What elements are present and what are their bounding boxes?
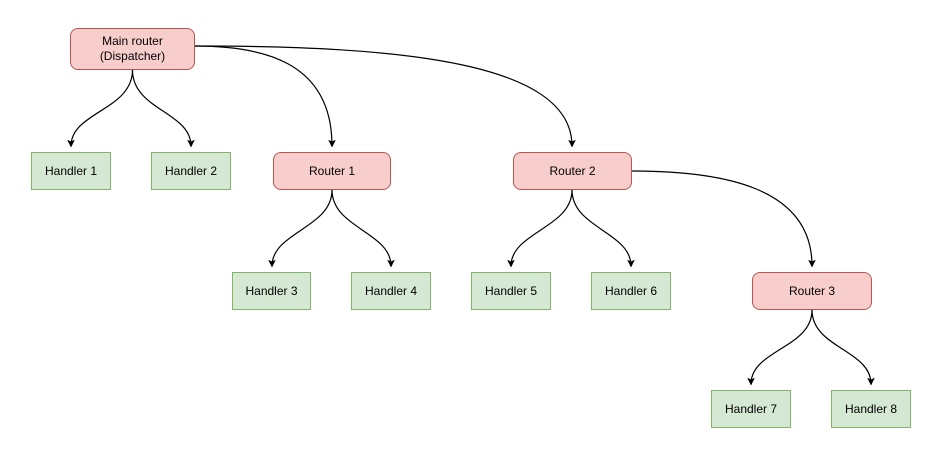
edge-main-to-handler2 <box>131 69 195 148</box>
edge-router2-to-handler5 <box>507 189 573 268</box>
edge-main-to-handler1 <box>67 69 134 148</box>
edge-router2-to-router3 <box>631 170 816 268</box>
edge-router1-to-handler3 <box>268 189 333 268</box>
edge-router3-to-handler8 <box>811 309 875 386</box>
node-handler4[interactable]: Handler 4 <box>351 272 431 310</box>
node-label-handler5: Handler 5 <box>484 283 538 298</box>
edge-router2-to-handler6 <box>571 189 635 268</box>
node-router3[interactable]: Router 3 <box>752 272 872 310</box>
node-label-handler3: Handler 3 <box>245 283 298 298</box>
node-handler8[interactable]: Handler 8 <box>831 390 911 428</box>
node-handler7[interactable]: Handler 7 <box>711 390 791 428</box>
node-handler6[interactable]: Handler 6 <box>591 272 671 310</box>
node-label-main: Main router (Dispatcher) <box>99 34 166 63</box>
node-handler1[interactable]: Handler 1 <box>31 152 111 190</box>
node-handler2[interactable]: Handler 2 <box>151 152 231 190</box>
node-label-handler8: Handler 8 <box>844 401 898 416</box>
edge-main-to-router2 <box>194 45 576 148</box>
node-label-handler4: Handler 4 <box>364 283 418 298</box>
node-handler5[interactable]: Handler 5 <box>471 272 551 310</box>
edge-router1-to-handler4 <box>331 189 395 268</box>
edges-group <box>67 45 875 386</box>
edge-main-to-router1 <box>194 45 336 148</box>
node-label-router2: Router 2 <box>549 163 596 178</box>
node-label-router3: Router 3 <box>788 283 836 298</box>
node-label-handler6: Handler 6 <box>604 283 658 298</box>
node-label-handler1: Handler 1 <box>44 163 98 178</box>
node-label-router1: Router 1 <box>308 163 356 178</box>
node-router1[interactable]: Router 1 <box>273 152 391 190</box>
node-label-handler7: Handler 7 <box>724 401 778 416</box>
node-main[interactable]: Main router (Dispatcher) <box>70 28 195 70</box>
node-label-handler2: Handler 2 <box>164 163 218 178</box>
node-router2[interactable]: Router 2 <box>513 152 632 190</box>
node-handler3[interactable]: Handler 3 <box>232 272 311 310</box>
edge-router3-to-handler7 <box>747 309 813 386</box>
